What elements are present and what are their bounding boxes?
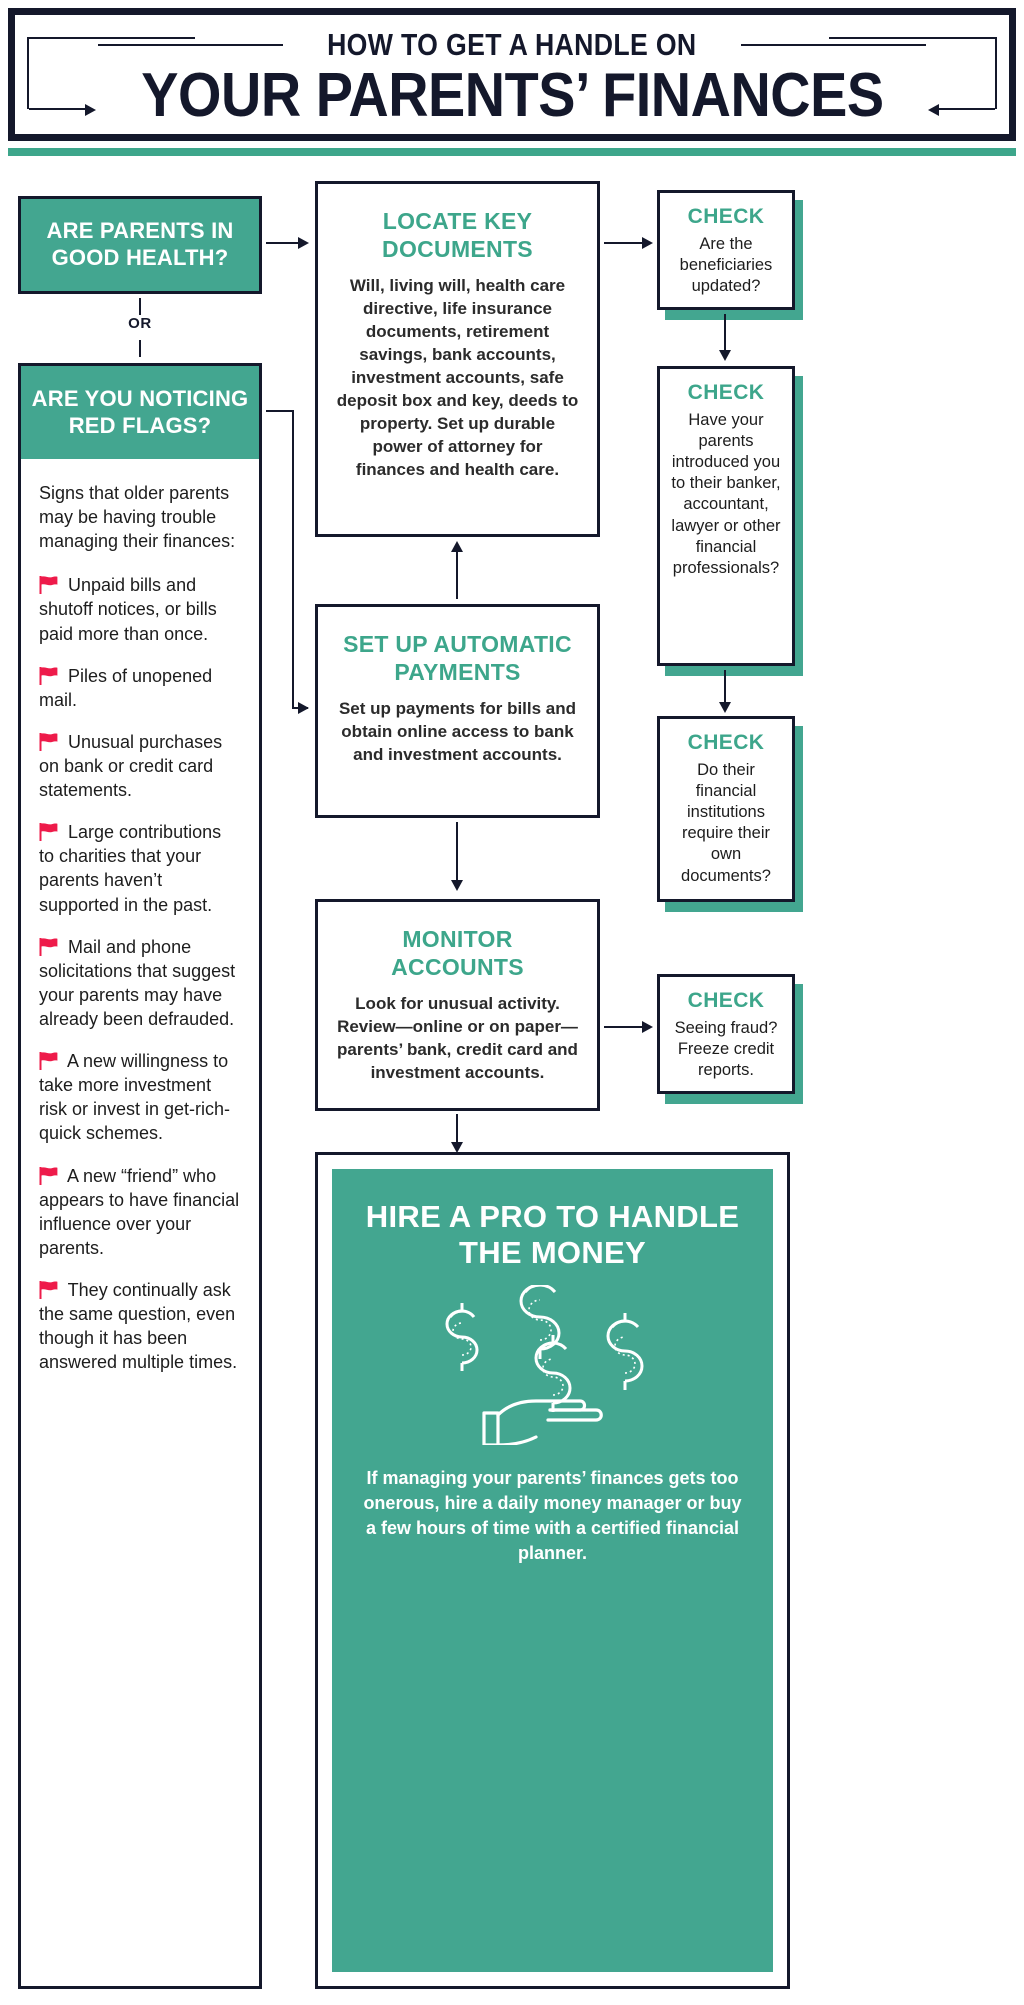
locate-body: Will, living will, health care directive…	[336, 276, 579, 479]
red-flag-text: They continually ask the same question, …	[39, 1279, 238, 1373]
arrow-monitor-to-hire-icon	[450, 1114, 464, 1156]
check-card-professionals: CHECK Have your parents introduced you t…	[657, 366, 803, 676]
check-card-freeze-credit: CHECK Seeing fraud? Freeze credit report…	[657, 974, 803, 1104]
autopay-title: SET UP AUTOMATIC PAYMENTS	[343, 631, 572, 685]
red-flag-item: Unpaid bills and shutoff notices, or bil…	[39, 573, 241, 645]
arrow-check2-to-check3-icon	[718, 670, 732, 716]
step-card-monitor-accounts: MONITOR ACCOUNTS Look for unusual activi…	[315, 899, 600, 1111]
step-card-locate-documents: LOCATE KEY DOCUMENTS Will, living will, …	[315, 181, 600, 537]
check-card-institution-documents: CHECK Do their financial institutions re…	[657, 716, 803, 912]
check-body: Seeing fraud? Freeze credit reports.	[674, 1019, 778, 1080]
red-flags-list-panel: Signs that older parents may be having t…	[18, 459, 262, 1989]
hire-caption: If managing your parents’ finances gets …	[363, 1467, 742, 1564]
monitor-title: MONITOR ACCOUNTS	[391, 926, 524, 980]
red-flag-icon	[39, 666, 58, 685]
page-title: YOUR PARENTS’ FINANCES	[140, 60, 884, 130]
red-flag-text: Unpaid bills and shutoff notices, or bil…	[39, 575, 217, 644]
arrow-autopay-to-locate-icon	[450, 541, 464, 601]
red-flag-icon	[39, 732, 58, 751]
red-flag-item: They continually ask the same question, …	[39, 1278, 241, 1374]
banner-kicker-row: HOW TO GET A HANDLE ON	[15, 27, 1009, 63]
check-heading: CHECK	[687, 989, 765, 1012]
check-card-beneficiaries: CHECK Are the beneficiaries updated?	[657, 190, 803, 320]
kicker-rule-left	[98, 43, 284, 46]
locate-title: LOCATE KEY DOCUMENTS	[382, 208, 533, 262]
hand-with-dollar-signs-icon	[428, 1278, 678, 1450]
check-heading: CHECK	[687, 381, 765, 404]
arrow-redflags-to-autopay-icon	[266, 410, 312, 715]
red-flag-text: A new “friend” who appears to have finan…	[39, 1165, 240, 1258]
check-body: Do their financial institutions require …	[681, 761, 771, 885]
arrow-health-to-locate-icon	[266, 236, 312, 250]
red-flag-icon	[39, 576, 58, 595]
arrow-locate-to-check1-icon	[604, 236, 656, 250]
red-flag-item: A new “friend” who appears to have finan…	[39, 1164, 241, 1260]
red-flags-list: Unpaid bills and shutoff notices, or bil…	[39, 573, 241, 1374]
red-flag-text: Unusual purchases on bank or credit card…	[39, 731, 223, 801]
question-health-label: ARE PARENTS IN GOOD HEALTH?	[46, 218, 234, 270]
arrow-monitor-to-check4-icon	[604, 1020, 656, 1034]
red-flag-text: Piles of unopened mail.	[39, 665, 213, 710]
question-card-health: ARE PARENTS IN GOOD HEALTH?	[18, 196, 262, 294]
or-label: OR	[128, 315, 152, 332]
red-flag-icon	[39, 937, 58, 956]
red-flag-text: Large contributions to charities that yo…	[39, 822, 222, 915]
red-flag-item: Unusual purchases on bank or credit card…	[39, 730, 241, 802]
red-flag-item: A new willingness to take more investmen…	[39, 1049, 241, 1145]
red-flag-text: A new willingness to take more investmen…	[39, 1051, 231, 1144]
question-red-flags-label: ARE YOU NOTICING RED FLAGS?	[31, 385, 249, 438]
red-flags-intro: Signs that older parents may be having t…	[39, 483, 236, 552]
step-card-automatic-payments: SET UP AUTOMATIC PAYMENTS Set up payment…	[315, 604, 600, 818]
check-body: Have your parents introduced you to thei…	[671, 411, 781, 577]
red-flag-item: Mail and phone solicitations that sugges…	[39, 935, 241, 1031]
banner-kicker: HOW TO GET A HANDLE ON	[327, 26, 697, 62]
red-flag-item: Piles of unopened mail.	[39, 664, 241, 712]
header-banner: HOW TO GET A HANDLE ON YOUR PARENTS’ FIN…	[8, 8, 1016, 141]
kicker-rule-right	[740, 43, 926, 46]
autopay-body: Set up payments for bills and obtain onl…	[338, 699, 577, 765]
red-flag-icon	[39, 1052, 58, 1071]
arrow-autopay-to-monitor-icon	[450, 822, 464, 894]
red-flag-icon	[39, 1166, 58, 1185]
red-flag-icon	[39, 823, 58, 842]
question-card-red-flags: ARE YOU NOTICING RED FLAGS?	[18, 363, 262, 459]
check-heading: CHECK	[687, 205, 765, 228]
monitor-body: Look for unusual activity. Review—online…	[337, 994, 578, 1082]
check-body: Are the beneficiaries updated?	[679, 235, 773, 296]
banner-green-underbar	[8, 148, 1016, 156]
red-flag-text: Mail and phone solicitations that sugges…	[39, 936, 236, 1029]
hire-title: HIRE A PRO TO HANDLE THE MONEY	[365, 1199, 740, 1270]
red-flag-icon	[39, 1280, 58, 1299]
step-card-hire-a-pro: HIRE A PRO TO HANDLE THE MONEY	[315, 1152, 790, 1989]
arrow-check1-to-check2-icon	[718, 314, 732, 364]
check-heading: CHECK	[687, 731, 765, 754]
red-flag-item: Large contributions to charities that yo…	[39, 820, 241, 916]
or-connector: OR	[18, 294, 262, 361]
